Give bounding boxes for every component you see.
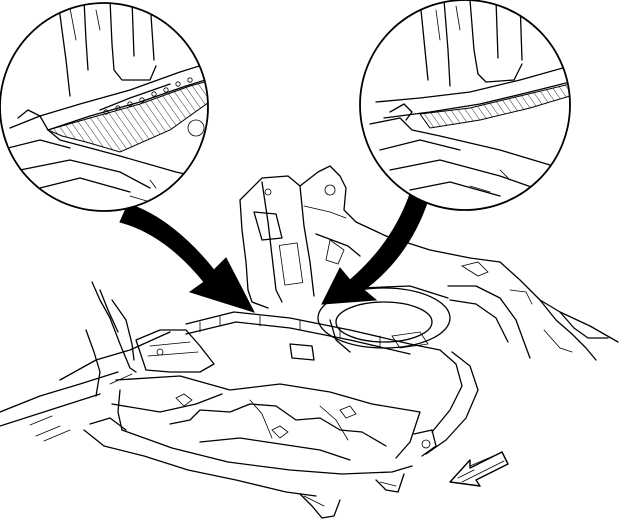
left-wheelhouse-bracket (135, 329, 215, 373)
callout-arrow-left (119, 203, 255, 313)
left-pillar (0, 281, 171, 442)
rear-floor-pan (83, 375, 421, 519)
cross-member (185, 311, 441, 361)
forward-direction-arrow-icon (449, 451, 509, 487)
rear-seat-support-tower (239, 165, 387, 309)
right-wheelhouse (385, 235, 619, 457)
spare-tire-well (317, 285, 451, 353)
detail-view-right (359, 0, 571, 211)
callout-arrow-right (321, 193, 429, 305)
floor-pan-assembly (0, 165, 619, 519)
detail-view-left (0, 2, 209, 212)
